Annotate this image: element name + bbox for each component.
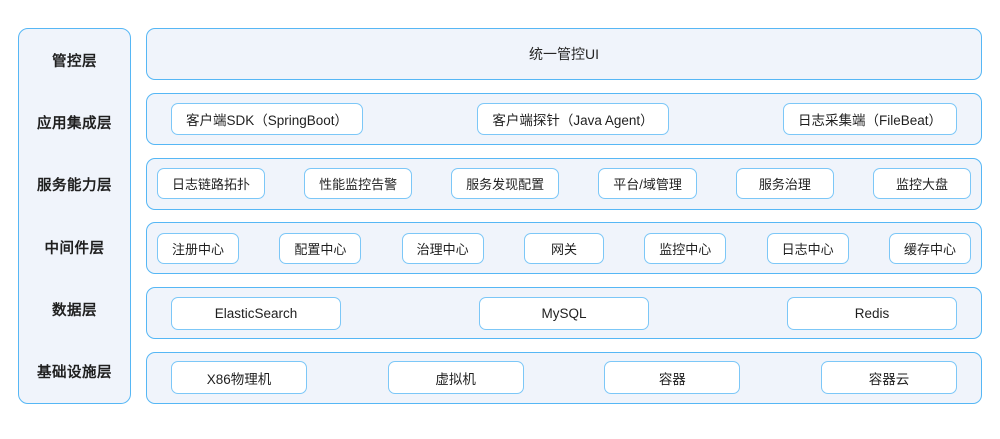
- layer-item-elasticsearch[interactable]: ElasticSearch: [171, 296, 341, 330]
- layer-band-service-capability: 日志链路拓扑 性能监控告警 服务发现配置 平台/域管理 服务治理 监控大盘: [146, 157, 982, 210]
- layer-name-column: 管控层 应用集成层 服务能力层 中间件层 数据层 基础设施层: [18, 28, 131, 404]
- layer-item-registry-center[interactable]: 注册中心: [157, 232, 240, 264]
- layer-item-list: 注册中心 配置中心 治理中心 网关 监控中心 日志中心 缓存中心: [147, 223, 981, 273]
- layer-name-middleware: 中间件层: [44, 240, 105, 257]
- layer-band-infrastructure: X86物理机 虚拟机 容器 容器云: [146, 351, 982, 404]
- layer-item-performance-monitor-alert[interactable]: 性能监控告警: [304, 168, 413, 200]
- layer-band-data: ElasticSearch MySQL Redis: [146, 287, 982, 340]
- layer-item-list: ElasticSearch MySQL Redis: [147, 288, 981, 338]
- layer-band-middleware: 注册中心 配置中心 治理中心 网关 监控中心 日志中心 缓存中心: [146, 222, 982, 275]
- layer-name-management: 管控层: [52, 53, 97, 70]
- layer-item-service-discovery-config[interactable]: 服务发现配置: [451, 168, 560, 200]
- layer-item-client-agent[interactable]: 客户端探针（Java Agent）: [477, 102, 669, 135]
- layer-item-service-governance[interactable]: 服务治理: [735, 168, 834, 200]
- layer-name-app-integration: 应用集成层: [37, 115, 112, 132]
- layer-item-log-center[interactable]: 日志中心: [766, 232, 849, 264]
- layer-item-cache-center[interactable]: 缓存中心: [888, 232, 971, 264]
- layer-item-list: X86物理机 虚拟机 容器 容器云: [147, 353, 981, 403]
- layer-item-virtual-machine[interactable]: 虚拟机: [387, 361, 524, 395]
- layer-item-gateway[interactable]: 网关: [523, 232, 604, 264]
- layer-item-redis[interactable]: Redis: [787, 296, 957, 330]
- layer-item-log-trace-topology[interactable]: 日志链路拓扑: [157, 168, 266, 200]
- layer-item-monitoring-center[interactable]: 监控中心: [644, 232, 727, 264]
- layer-band-management: 统一管控UI: [146, 28, 982, 80]
- layer-item-platform-domain-management[interactable]: 平台/域管理: [598, 168, 697, 200]
- layer-item-monitoring-dashboard[interactable]: 监控大盘: [872, 168, 971, 200]
- layer-item-container-cloud[interactable]: 容器云: [820, 361, 957, 395]
- layer-name-data: 数据层: [52, 302, 97, 319]
- layer-item-container[interactable]: 容器: [604, 361, 741, 395]
- layer-item-unified-management-ui: 统一管控UI: [529, 46, 599, 62]
- layer-item-governance-center[interactable]: 治理中心: [401, 232, 484, 264]
- layer-item-x86-physical-machine[interactable]: X86物理机: [171, 361, 307, 395]
- layer-item-mysql[interactable]: MySQL: [479, 296, 649, 330]
- layer-name-infrastructure: 基础设施层: [37, 365, 112, 382]
- layer-band-app-integration: 客户端SDK（SpringBoot） 客户端探针（Java Agent） 日志采…: [146, 92, 982, 145]
- layer-item-client-sdk[interactable]: 客户端SDK（SpringBoot）: [171, 102, 364, 135]
- layer-item-list: 客户端SDK（SpringBoot） 客户端探针（Java Agent） 日志采…: [147, 94, 981, 144]
- layer-bands: 统一管控UI 客户端SDK（SpringBoot） 客户端探针（Java Age…: [146, 28, 982, 404]
- layer-item-config-center[interactable]: 配置中心: [279, 232, 362, 264]
- layer-item-list: 日志链路拓扑 性能监控告警 服务发现配置 平台/域管理 服务治理 监控大盘: [147, 159, 981, 209]
- layer-item-log-collector[interactable]: 日志采集端（FileBeat）: [782, 102, 957, 135]
- layer-name-service-capability: 服务能力层: [37, 178, 112, 195]
